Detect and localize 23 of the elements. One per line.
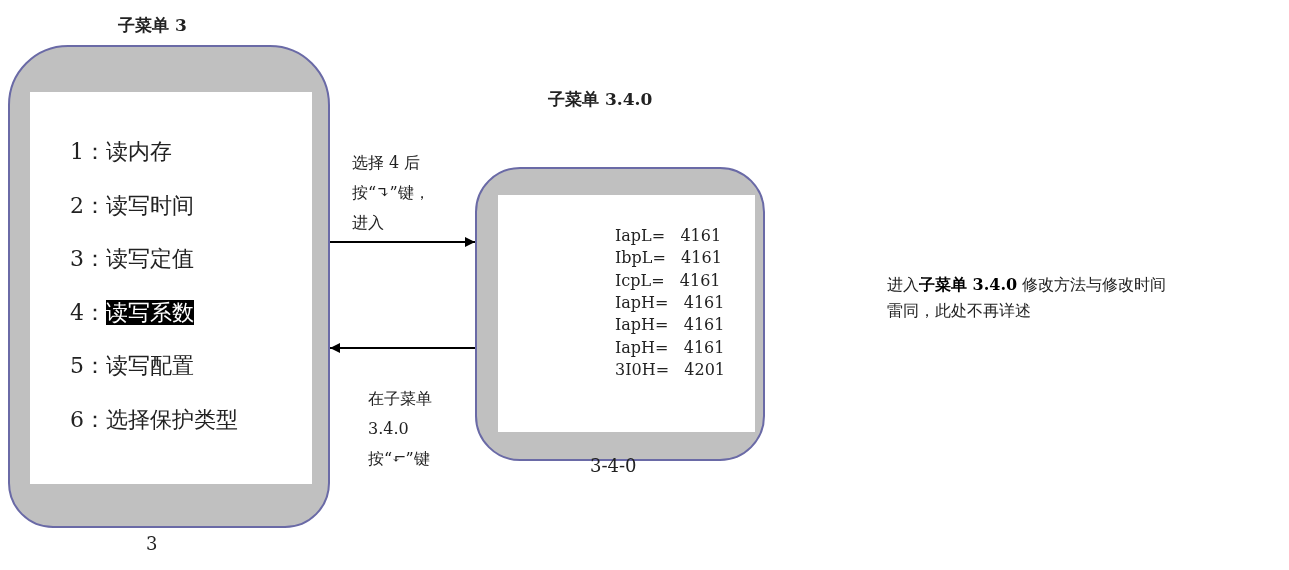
screen-caption: 3 [146, 533, 158, 555]
edge-label: 在子菜单 3.4.0 按“⬐”键 [368, 388, 433, 470]
menu-item: 1：读内存 [70, 139, 172, 166]
arrow [329, 237, 476, 247]
value-row: IcpL= 4161 [615, 270, 721, 290]
screen-caption: 3-4-0 [590, 455, 637, 477]
device-screen [8, 45, 330, 528]
value-row: 3I0H= 4201 [615, 359, 725, 379]
value-row: IapH= 4161 [615, 337, 725, 357]
value-row: IapH= 4161 [615, 292, 725, 313]
note-text: 进入子菜单 3.4.0 修改方法与修改时间雷同，此处不再详述 [887, 274, 1167, 322]
edge-label: 选择 4 后按“↴”键，进入 [352, 152, 431, 234]
value-row: IapH= 4161 [615, 315, 725, 335]
menu-item: 3：读写定值 [70, 246, 194, 273]
menu-item: 6：选择保护类型 [70, 406, 238, 433]
menu-item: 5：读写配置 [70, 353, 194, 380]
menu-item: 4：读写系数 [70, 299, 194, 326]
screen-title: 子菜单 3.4.0 [548, 88, 653, 111]
screen-title: 子菜单 3 [118, 14, 187, 37]
value-row: IbpL= 4161 [615, 248, 722, 268]
arrow [329, 343, 476, 353]
menu-item: 2：读写时间 [70, 192, 194, 219]
value-row: IapL= 4161 [615, 226, 722, 246]
